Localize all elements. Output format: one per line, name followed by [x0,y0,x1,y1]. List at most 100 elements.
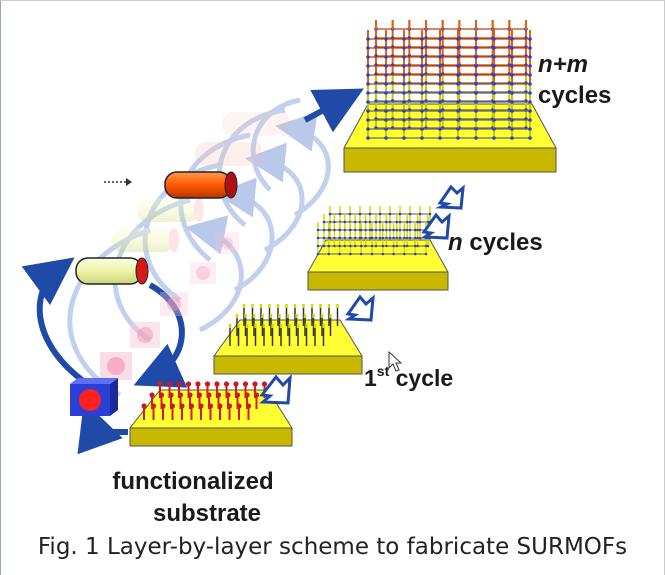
framework-node [420,109,424,113]
anchor-node [252,381,258,387]
framework-node [420,82,424,86]
framework-node [528,91,532,95]
framework-node [456,64,460,68]
framework-node [402,127,406,131]
framework-node [384,46,388,50]
grid-node [338,244,341,248]
grid-node [395,220,399,224]
grid-node [424,252,428,256]
framework-node [474,118,478,122]
grid-node [338,236,341,240]
framework-node [456,46,460,50]
framework-node [420,118,424,122]
framework-node [528,118,532,122]
n-cycles-label: n cycles [448,229,543,256]
framework-node [528,64,532,68]
framework-node [402,55,406,59]
grid-node [413,244,417,248]
framework-node [438,64,442,68]
grid-node [403,244,406,248]
framework-node [510,109,514,113]
anchor-node [206,392,212,398]
anchor-node [204,381,211,387]
framework-node [384,127,388,131]
anchor-node [214,381,220,387]
anchor-node [207,403,214,409]
framework-node [366,55,370,59]
framework-node [492,64,496,68]
grid-node [374,220,378,224]
n-cycles-text: cycles [463,229,543,256]
anchor-node [226,403,233,409]
grid-node [322,220,326,224]
grid-node [359,236,363,240]
framework-node [474,46,478,50]
anchor-node [177,392,184,398]
grid-node [338,252,341,256]
framework-node [420,127,424,131]
framework-node [384,118,388,122]
grid-node [327,236,331,240]
grid-node [424,244,428,248]
framework-node [474,136,478,140]
grid-node [316,228,320,232]
grid-node [428,212,432,216]
framework-node [384,109,388,113]
framework-node [438,55,442,59]
framework-node [528,55,532,59]
nm-cycles-label: cycles [538,82,611,109]
framework-node [474,64,478,68]
framework-node [402,109,406,113]
substrate-step-1 [213,304,363,375]
grid-node [381,236,385,240]
grid-node [359,244,363,248]
framework-node [402,100,406,104]
framework-node [438,136,442,140]
grid-node [364,220,367,224]
framework-node [456,100,460,104]
grid-node [348,212,352,216]
anchor-node [150,403,157,409]
framework-node [366,73,370,77]
framework-node [474,73,478,77]
framework-node [528,37,532,41]
grid-node [349,252,352,256]
left-frame-line [0,0,1,575]
framework-node [510,91,514,95]
framework-node [402,73,406,77]
grid-node [403,236,406,240]
framework-node [384,91,388,95]
framework-node [528,136,532,140]
framework-node [510,37,514,41]
framework-node [438,127,442,131]
framework-node [420,73,424,77]
framework-node [402,37,406,41]
framework-node [366,64,370,68]
framework-node [456,73,460,77]
framework-node [528,82,532,86]
main-cycle-arrows [21,88,364,455]
framework-node [474,55,478,59]
framework-node [420,91,424,95]
framework-node [492,100,496,104]
grid-node [408,212,412,216]
framework-node [474,91,478,95]
framework-node [528,46,532,50]
grid-node [413,228,417,232]
framework-node [384,37,388,41]
framework-node [384,82,388,86]
grid-node [392,228,395,232]
framework-node [492,82,496,86]
framework-node [438,73,442,77]
grid-node [370,244,374,248]
building-block-cubes [70,232,239,416]
framework-node [456,82,460,86]
framework-node [402,118,406,122]
substrate-step-2 [307,206,449,291]
framework-node [528,73,532,77]
anchor-node [233,381,239,387]
grid-node [413,252,417,256]
framework-node [474,109,478,113]
anchor-node [253,392,260,398]
grid-node [349,244,352,248]
